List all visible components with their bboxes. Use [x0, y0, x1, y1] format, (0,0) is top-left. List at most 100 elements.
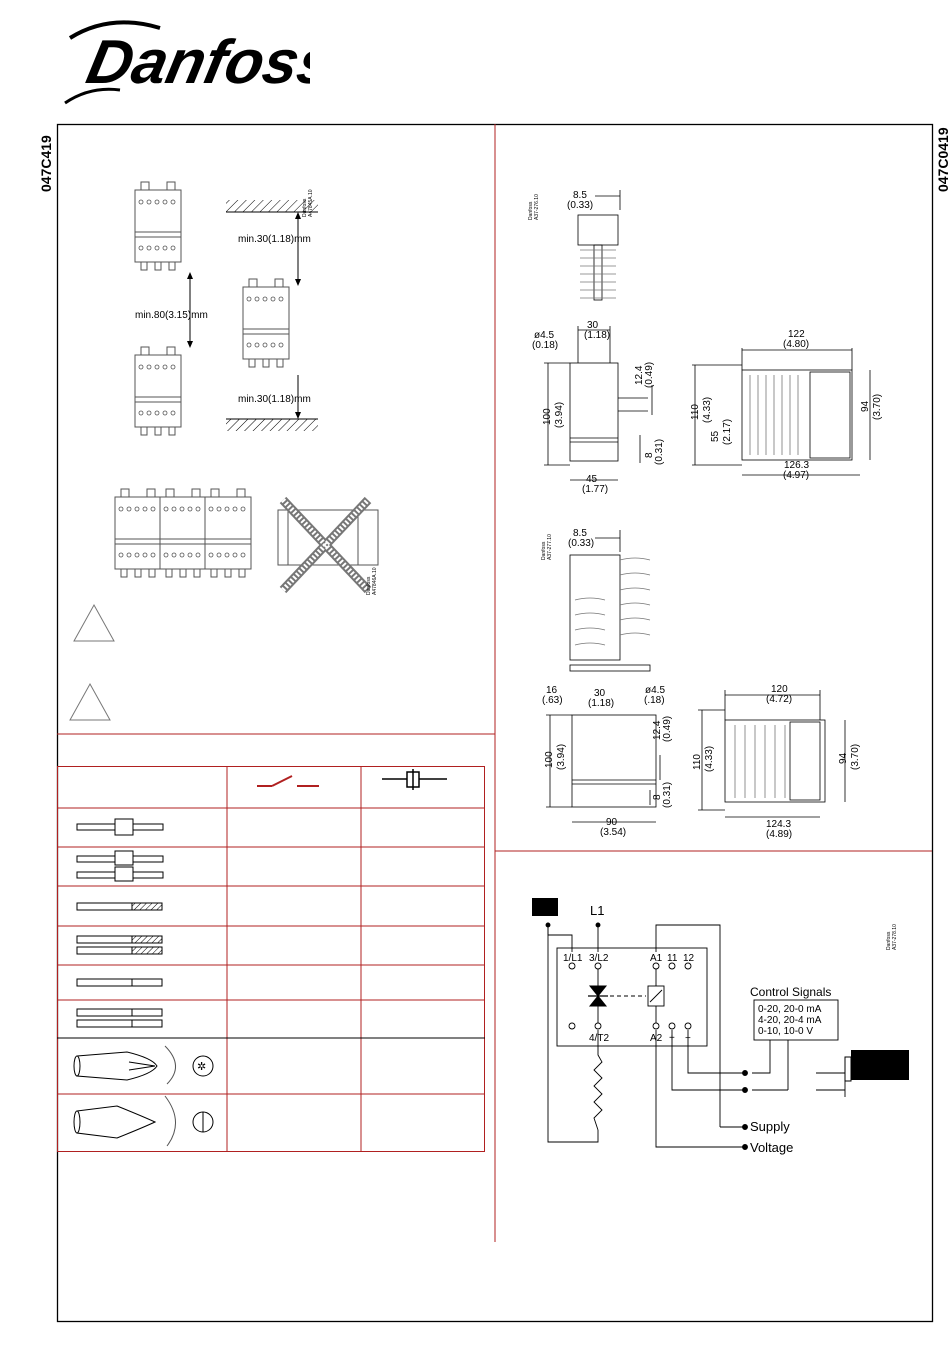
terminal-1-l1: 1/L1: [563, 953, 583, 964]
dim-126-3-in: (4.97): [783, 470, 809, 481]
dim-8-in: (0.31): [654, 439, 665, 465]
signal-range-2: 4-20, 20-4 mA: [758, 1015, 822, 1026]
mounting-diagram: min.80(3.15)mm min.30(1.18)mm min.30(1.1…: [114, 181, 379, 595]
dim2-94: 94: [838, 752, 849, 764]
dim2-90-in: (3.54): [600, 827, 626, 838]
terminal-a2: A2: [650, 1033, 663, 1044]
wire-table: ✲: [57, 766, 485, 1152]
dim2-4-5-in: (.18): [644, 695, 665, 706]
dim-126-3: 126.3: [784, 460, 809, 471]
three-relays-side-by-side: [114, 488, 252, 578]
dim-8: 8: [644, 452, 655, 458]
signal-range-3: 0-10, 10-0 V: [758, 1026, 813, 1037]
terminal-minus: −: [685, 1033, 691, 1044]
dimensions-drawing-2: Danfoss A37-277.10 8.5 (0.33): [541, 528, 861, 840]
dim2-4-5: ø4.5: [645, 685, 665, 696]
code-a37276-1: Danfoss: [528, 201, 534, 220]
dim-94: 94: [860, 400, 871, 412]
dim-45-in: (1.77): [582, 484, 608, 495]
code-a37277-2: A37-277.10: [547, 534, 553, 560]
two-solid-wires-icon: [76, 1008, 163, 1028]
dim2-12-4-in: (0.49): [662, 716, 673, 742]
min-bottom-label: min.30(1.18)mm: [238, 394, 311, 405]
min-top-label: min.30(1.18)mm: [238, 234, 311, 245]
dim-12-4: 12.4: [634, 365, 645, 385]
dim-30: 30: [587, 320, 599, 331]
label-l1: L1: [590, 903, 604, 918]
dim-110: 110: [690, 404, 701, 420]
terminal-11: 11: [667, 953, 678, 964]
dimensions-drawing-1: Danfoss A37-276.10 8.5 (0.33): [528, 190, 883, 495]
twin-ferrule-icon: [76, 850, 164, 882]
dim2-8-5-in: (0.33): [568, 538, 594, 549]
wiring-diagram: Danfoss A37-278.10 L1: [532, 898, 909, 1155]
dim-8-5: 8.5: [573, 190, 587, 201]
dim2-124-3-in: (4.89): [766, 829, 792, 840]
dim2-124-3: 124.3: [766, 819, 791, 830]
dim-12-4-in: (0.49): [644, 362, 655, 388]
ferrule-icon: [76, 818, 164, 836]
svg-text:✲: ✲: [197, 1061, 206, 1073]
dim-122: 122: [788, 329, 805, 340]
two-stripped-wires-icon: [76, 935, 163, 955]
wrong-mounting-cross: [277, 496, 379, 594]
signal-connector: [844, 1050, 909, 1082]
dim2-16-in: (.63): [542, 695, 563, 706]
dim-94-in: (3.70): [872, 394, 883, 420]
warning-icon: [69, 682, 111, 721]
dim2-12-4: 12.4: [652, 720, 663, 740]
dim-8-5-in: (0.33): [567, 200, 593, 211]
pozidriv-screwdriver-icon: ✲: [73, 1045, 214, 1085]
dim-4-5: ø4.5: [534, 330, 554, 341]
dim2-120: 120: [771, 684, 788, 695]
code-a47846-2: A47846A.10: [372, 567, 378, 595]
code-a37278-2: A37-278.10: [892, 924, 898, 950]
warning-icon: [73, 603, 115, 642]
terminal-3-l2: 3/L2: [589, 953, 609, 964]
min-between-label: min.80(3.15)mm: [135, 310, 208, 321]
dim-45: 45: [586, 474, 598, 485]
dim-30-in: (1.18): [584, 330, 610, 341]
dim-4-5-in: (0.18): [532, 340, 558, 351]
dim-100: 100: [542, 408, 553, 425]
dim2-110: 110: [692, 754, 703, 770]
dim-110-in: (4.33): [702, 397, 713, 423]
dim2-110-in: (4.33): [704, 746, 715, 772]
dim2-90: 90: [606, 817, 618, 828]
coil-symbol-icon: [382, 769, 447, 790]
dim2-100-in: (3.94): [556, 744, 567, 770]
code-a37278-1: Danfoss: [886, 931, 892, 950]
triac-icon: [588, 985, 608, 1007]
terminal-a1: A1: [650, 953, 663, 964]
dim2-30-in: (1.18): [588, 698, 614, 709]
dim-55-in: (2.17): [722, 419, 733, 445]
signal-range-1: 0-20, 20-0 mA: [758, 1004, 822, 1015]
solid-wire-icon: [76, 978, 163, 987]
dim2-100: 100: [544, 751, 555, 768]
code-a37276-2: A37-276.10: [534, 194, 540, 220]
dim2-8-5: 8.5: [573, 528, 587, 539]
dim2-94-in: (3.70): [850, 744, 861, 770]
dim2-120-in: (4.72): [766, 694, 792, 705]
danfoss-logo: Danfoss: [64, 20, 310, 105]
switch-symbol-icon: [257, 775, 319, 787]
terminal-plus: +: [669, 1033, 675, 1044]
terminal-12: 12: [683, 953, 695, 964]
dim2-16: 16: [546, 685, 558, 696]
dim2-8: 8: [652, 794, 663, 800]
logo-text: Danfoss: [81, 28, 310, 97]
dim2-8-in: (0.31): [662, 782, 673, 808]
stripped-wire-icon: [76, 902, 163, 911]
code-a47845-2: A47845A.10: [308, 189, 314, 217]
dim-122-in: (4.80): [783, 339, 809, 350]
code-a47845-1: Danfoss: [302, 198, 308, 217]
flat-screwdriver-icon: [73, 1095, 214, 1147]
supply-label: Supply: [750, 1119, 790, 1134]
control-signals-title: Control Signals: [750, 985, 831, 999]
dim2-30: 30: [594, 688, 606, 699]
voltage-label: Voltage: [750, 1140, 793, 1155]
dim-55: 55: [710, 430, 721, 442]
code-a37277-1: Danfoss: [541, 541, 547, 560]
code-a47846-1: Danfoss: [366, 576, 372, 595]
